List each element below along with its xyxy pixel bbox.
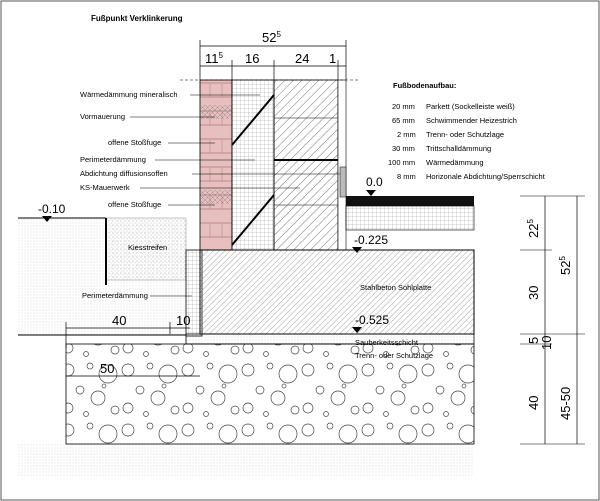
floor-row-2-desc: Schwimmender Heizestrich [426,116,517,125]
screed-layer [346,196,474,206]
floor-row-4-desc: Trittschalldämmung [426,144,491,153]
floor-row-2-thk: 65 mm [392,116,415,125]
dim-total: 525 [262,30,281,45]
layer-labels-left: Wärmedämmung mineralisch Vormauerung off… [80,90,340,209]
label-mineral-insulation: Wärmedämmung mineralisch [80,90,178,99]
label-gravel-strip: Kiesstreifen [128,243,167,252]
floor-row-5-desc: Wärmedämmung [426,158,484,167]
dim-45-50: 45-50 [558,387,573,420]
label-separating-layer: Trenn- oder Schutzlage [355,351,433,360]
dim-masonry: 24 [295,51,309,66]
dim-10-horizontal: 10 [176,313,190,328]
floor-row-1-thk: 20 mm [392,102,415,111]
floor-row-3-desc: Trenn- oder Schutzlage [426,130,504,139]
dim-40-horizontal: 40 [112,313,126,328]
floor-row-4-thk: 30 mm [392,144,415,153]
label-open-joint-2: offene Stoßfuge [108,200,161,209]
level-0525: -0.525 [355,313,389,327]
concrete-slab [199,249,475,335]
floor-row-3-thk: 2 mm [397,130,416,139]
label-ks-masonry: KS-Mauerwerk [80,183,130,192]
dim-5: 5 [526,337,541,344]
level-0225: -0.225 [354,233,388,247]
dim-10-vertical: 10 [539,336,554,350]
label-open-joint-1: offene Stoßfuge [108,138,161,147]
label-perimeter-insulation: Perimeterdämmung [80,155,146,164]
label-perimeter-bottom: Perimeterdämmung [82,291,148,300]
subsoil [18,444,474,476]
level-markers: 0.0 -0.10 -0.225 -0.525 [38,175,389,333]
dim-render: 1 [329,51,336,66]
level-ground: -0.10 [38,202,66,216]
bottom-dimensions: 40 10 50 [65,313,201,377]
dim-insulation: 16 [245,51,259,66]
skirting-board [339,166,347,198]
dim-brick: 115 [205,51,224,66]
dim-30: 30 [526,286,541,300]
right-dimensions: 225 30 5 40 525 10 45-50 [520,195,585,445]
blinding-layer [185,333,475,345]
floor-insulation [345,205,475,231]
label-sealing: Abdichtung diffusionsoffen [80,169,168,178]
floor-buildup-legend: Fußbodenaufbau: 20 mm Parkett (Sockellei… [388,81,546,181]
floor-heading: Fußbodenaufbau: [393,81,456,90]
ks-masonry [273,79,339,251]
floor-row-6-thk: 8 mm [397,172,416,181]
top-dimension-chain: 525 115 16 24 1 [180,30,360,81]
label-blinding: Sauberkeitsschicht [355,338,419,347]
dim-22-5: 225 [526,219,541,238]
dim-50-horizontal: 50 [100,361,114,376]
drawing-title: Fußpunkt Verklinkerung [91,14,183,23]
gravel-strip [105,217,187,281]
floor-row-6-desc: Horizonale Abdichtung/Sperrschicht [426,172,546,181]
dim-52-5: 525 [558,256,573,275]
gravel-base [65,343,475,445]
dim-40-vertical: 40 [526,396,541,410]
label-slab: Stahlbeton Sohlplatte [360,283,431,292]
floor-row-1-desc: Parkett (Sockelleiste weiß) [426,102,515,111]
level-000: 0.0 [366,175,383,189]
mineral-insulation [231,79,275,251]
label-facing-brick: Vormauerung [80,112,125,121]
floor-row-5-thk: 100 mm [388,158,415,167]
